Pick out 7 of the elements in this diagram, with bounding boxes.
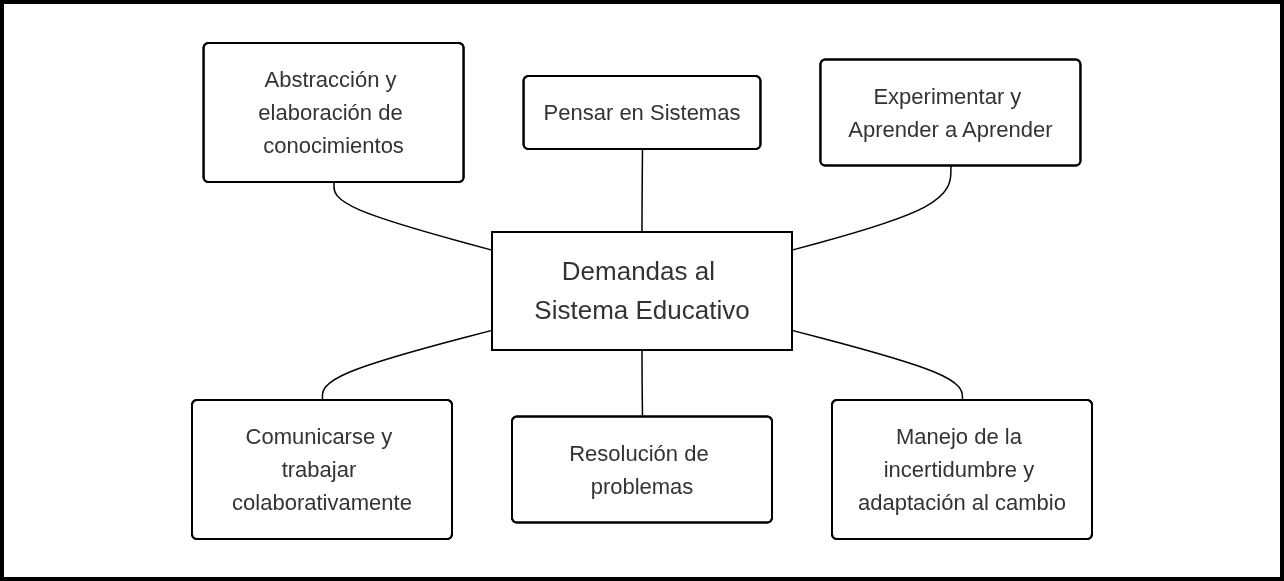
node-text: Comunicarse y trabajar colaborativamente — [232, 423, 412, 515]
connector — [321, 329, 493, 401]
node-box: Demandas al Sistema Educativo — [491, 230, 793, 351]
node-text: Manejo de la incertidumbre y adaptación al cambio — [858, 423, 1066, 515]
connector — [641, 148, 644, 233]
connector — [641, 348, 644, 418]
connector — [333, 181, 493, 251]
